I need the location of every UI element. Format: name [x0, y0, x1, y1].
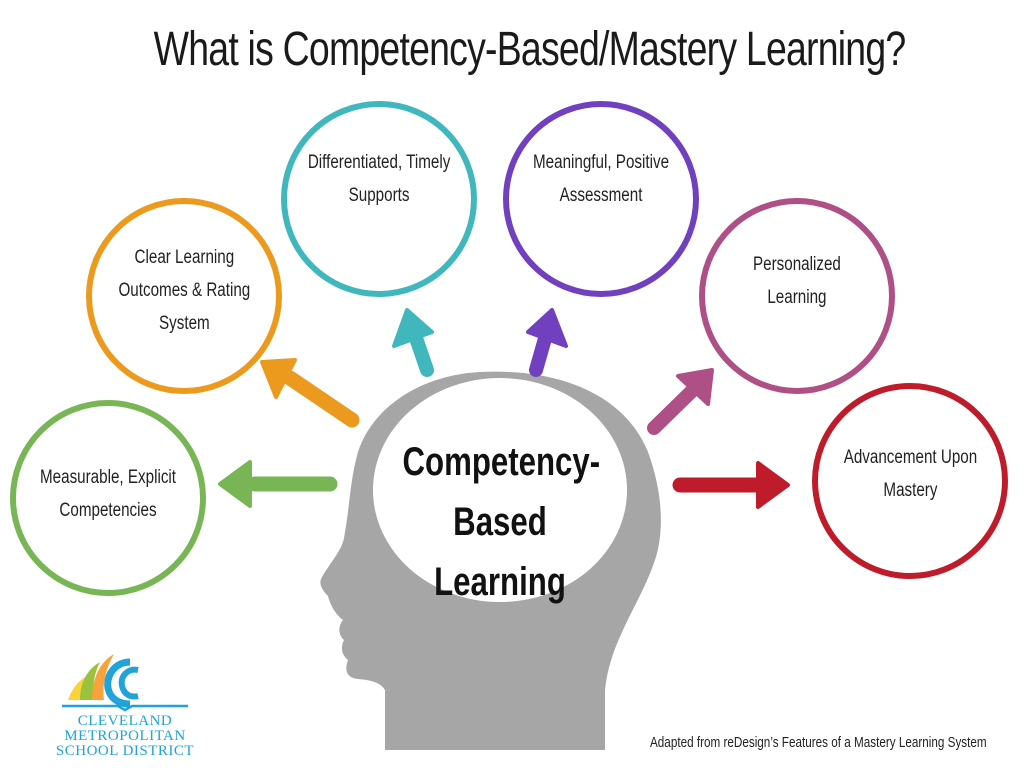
center-label: Competency- Based Learning [402, 440, 601, 604]
node-assessment: Meaningful, Positive Assessment [503, 101, 699, 297]
node-label: Measurable, Explicit Competencies [39, 467, 177, 521]
district-logo: CLEVELAND METROPOLITAN SCHOOL DISTRICT [50, 648, 200, 763]
arrow-clear-outcomes [260, 358, 360, 428]
logo-line-3: SCHOOL DISTRICT [55, 743, 195, 759]
brain-oval [373, 378, 627, 602]
arrow-differentiated [392, 308, 434, 377]
node-label: Meaningful, Positive Assessment [532, 152, 670, 206]
source-credit: Adapted from reDesign’s Features of a Ma… [650, 734, 987, 751]
node-label: Differentiated, Timely Supports [307, 152, 451, 206]
node-personalized: Personalized Learning [699, 198, 895, 394]
node-differentiated: Differentiated, Timely Supports [281, 101, 477, 297]
page-title: What is Competency-Based/Mastery Learnin… [153, 23, 907, 76]
node-measurable: Measurable, Explicit Competencies [10, 400, 206, 596]
node-clear-outcomes: Clear Learning Outcomes & Rating System [86, 198, 282, 394]
arrow-measurable [218, 460, 338, 508]
node-label: Clear Learning Outcomes & Rating System [118, 246, 250, 334]
logo-mark-icon [62, 654, 188, 712]
arrow-personalized [647, 368, 714, 435]
logo-line-2: METROPOLITAN [64, 728, 186, 744]
arrow-advancement [672, 461, 790, 509]
node-label: Advancement Upon Mastery [843, 447, 977, 501]
node-label: Personalized Learning [753, 254, 841, 308]
arrow-assessment [526, 308, 568, 377]
logo-line-1: CLEVELAND [77, 713, 173, 729]
node-advancement: Advancement Upon Mastery [812, 383, 1008, 579]
